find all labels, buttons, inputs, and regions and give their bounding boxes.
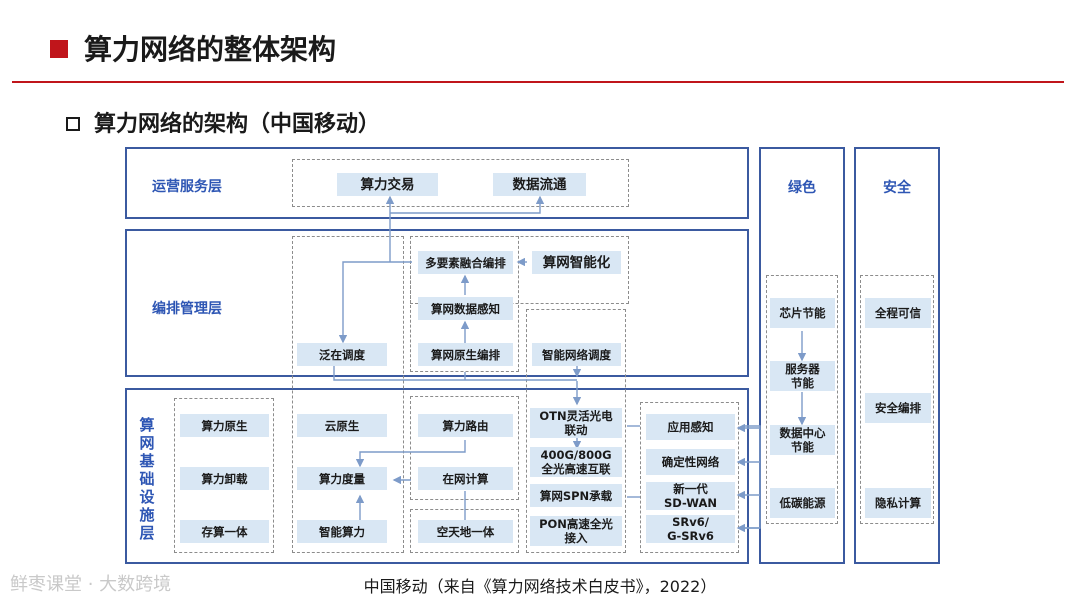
ubiquitous-scheduling-chip: 泛在调度 [297,343,387,366]
orchestration-layer-label: 编排管理层 [152,301,222,317]
section-subtitle: 算力网络的架构（中国移动） [94,112,381,137]
intelligent-computing-network-chip: 算网智能化 [532,251,621,274]
infra-chip: 智能算力 [297,520,387,543]
native-orchestration-chip: 算网原生编排 [418,343,513,366]
subtitle-bullet [66,117,80,131]
infra-col1-group [174,398,274,553]
figure-caption: 中国移动（来自《算力网络技术白皮书》，2022） [363,577,717,596]
infra-chip: 400G/800G 全光高速互联 [530,447,622,477]
infra-chip: 算网SPN承载 [530,484,622,507]
infra-chip: 算力路由 [418,414,513,437]
infra-chip: OTN灵活光电 联动 [530,408,622,438]
infra-chip: PON高速全光 接入 [530,516,622,546]
page-title: 算力网络的整体架构 [84,33,337,66]
compute-trade-chip: 算力交易 [337,173,438,196]
security-layer-label: 安全 [883,180,911,196]
infra-chip: 算力度量 [297,467,387,490]
ubiquitous-group [292,236,404,553]
security-chip: 隐私计算 [865,488,931,518]
infra-chip: 确定性网络 [646,449,735,475]
green-chip: 服务器 节能 [770,361,835,391]
infra-col5-group [640,402,739,553]
infra-chip: 在网计算 [418,467,513,490]
multi-element-orchestration-chip: 多要素融合编排 [418,251,513,274]
data-flow-chip: 数据流通 [493,173,586,196]
infra-chip: 存算一体 [180,520,269,543]
watermark: 鲜枣课堂 · 大数跨境 [10,574,172,595]
green-group [766,275,838,524]
infra-chip: SRv6/ G-SRv6 [646,515,735,543]
green-chip: 芯片节能 [770,298,835,328]
intelligent-network-scheduling-chip: 智能网络调度 [532,343,621,366]
security-chip: 安全编排 [865,393,931,423]
green-chip: 低碳能源 [770,488,835,518]
infra-chip: 新一代 SD-WAN [646,482,735,510]
infra-chip: 空天地一体 [418,520,513,543]
security-group [860,275,934,524]
infra-chip: 算力卸载 [180,467,269,490]
infra-chip: 算力原生 [180,414,269,437]
network-scheduling-group [526,309,626,553]
infra-chip: 云原生 [297,414,387,437]
operation-layer-label: 运营服务层 [152,179,222,195]
infrastructure-layer-label: 算网基础设施层 [139,416,155,542]
green-chip: 数据中心 节能 [770,425,835,455]
green-layer-label: 绿色 [788,180,816,196]
title-divider [12,81,1064,83]
infra-chip: 应用感知 [646,414,735,440]
security-chip: 全程可信 [865,298,931,328]
network-data-perception-chip: 算网数据感知 [418,297,513,320]
title-marker [50,40,68,58]
